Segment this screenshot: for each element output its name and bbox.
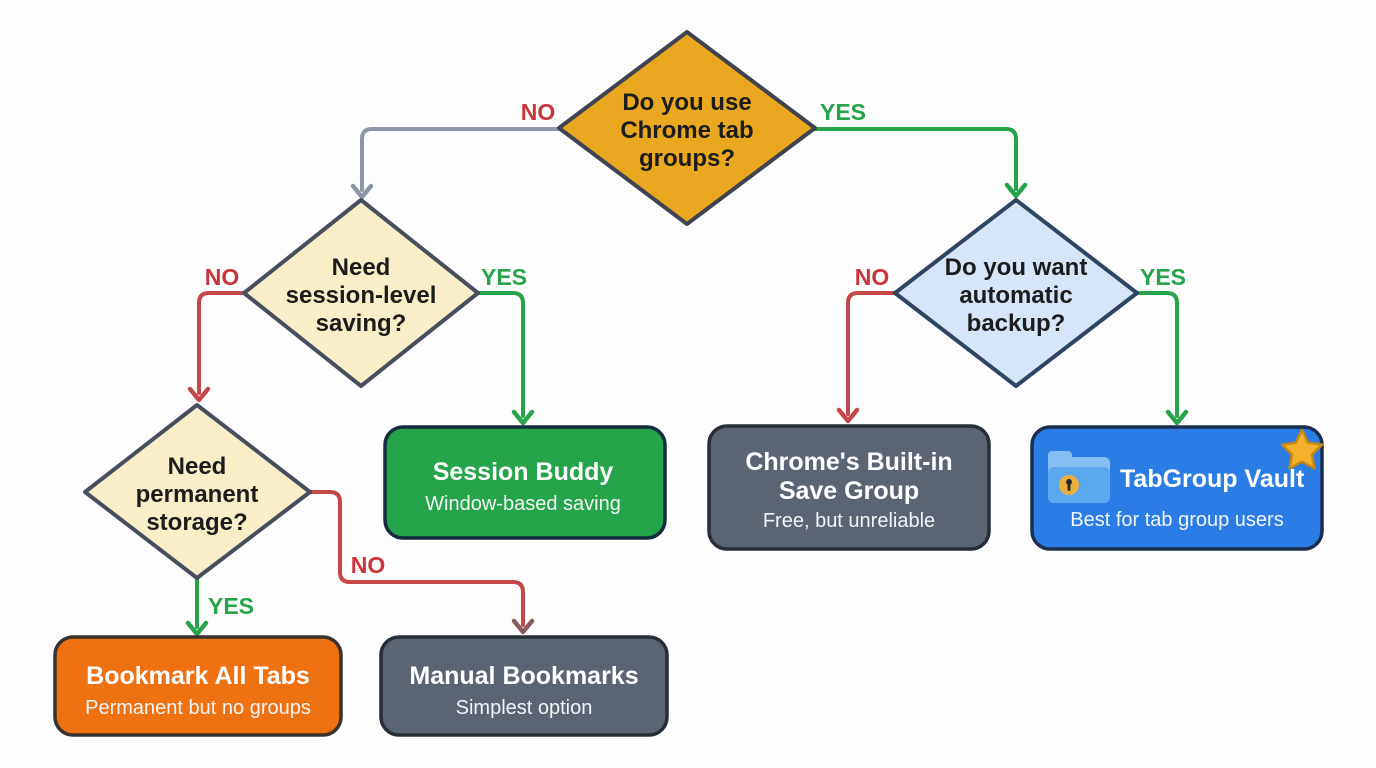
decision-permanent-line1: Need	[168, 453, 227, 480]
decision-backup-line3: backup?	[967, 310, 1066, 337]
label-root-yes: YES	[820, 99, 866, 125]
label-backup-yes: YES	[1140, 264, 1186, 290]
result-session-buddy-title: Session Buddy	[433, 458, 614, 486]
decision-root-shape	[557, 30, 817, 226]
arrowhead-backup-no	[836, 407, 860, 424]
label-session-yes: YES	[481, 264, 527, 290]
decision-root: Do you use Chrome tab groups?	[557, 30, 817, 226]
star-icon	[1280, 428, 1324, 470]
result-bookmark-all: Bookmark All Tabs Permanent but no group…	[53, 635, 343, 737]
label-backup-no: NO	[855, 264, 890, 290]
decision-session-line2: session-level	[286, 282, 437, 309]
arrowhead-root-yes	[1004, 182, 1028, 199]
result-chrome-builtin-shape	[707, 424, 991, 551]
arrowhead-permanent-yes	[185, 620, 209, 637]
decision-backup: Do you want automatic backup?	[893, 198, 1139, 388]
decision-backup-line1: Do you want	[945, 254, 1088, 281]
result-chrome-builtin-subtitle: Free, but unreliable	[763, 510, 935, 532]
result-tabgroup-vault-title: TabGroup Vault	[1120, 465, 1305, 493]
edge-backup-no	[846, 291, 897, 416]
edge-session-no	[197, 291, 246, 395]
folder-lock-icon	[1048, 451, 1110, 503]
decision-session-line1: Need	[332, 254, 391, 281]
result-manual-bookmarks-title: Manual Bookmarks	[409, 662, 638, 690]
arrowhead-root-no	[350, 183, 374, 200]
edge-labels: NO YES NO YES NO YES NO YES	[205, 99, 1186, 619]
arrowhead-backup-yes	[1165, 409, 1189, 426]
result-chrome-builtin-title-line1: Chrome's Built-in	[745, 448, 952, 476]
decision-backup-line2: automatic	[959, 282, 1072, 309]
decision-session-line3: saving?	[316, 310, 407, 337]
result-manual-bookmarks-subtitle: Simplest option	[456, 697, 593, 719]
decision-permanent-line3: storage?	[146, 509, 247, 536]
result-bookmark-all-shape	[53, 635, 343, 737]
decision-session-shape	[242, 198, 480, 388]
edge-permanent-no	[308, 490, 525, 627]
result-session-buddy-shape	[383, 425, 667, 540]
edge-backup-yes	[1135, 291, 1179, 418]
result-manual-bookmarks-shape	[379, 635, 669, 737]
result-manual-bookmarks: Manual Bookmarks Simplest option	[379, 635, 669, 737]
result-session-buddy-subtitle: Window-based saving	[425, 493, 621, 515]
result-bookmark-all-subtitle: Permanent but no groups	[85, 697, 311, 719]
decision-permanent-line2: permanent	[136, 481, 259, 508]
result-session-buddy: Session Buddy Window-based saving	[383, 425, 667, 540]
decision-permanent-shape	[83, 403, 312, 580]
arrowhead-session-yes	[511, 409, 535, 426]
result-bookmark-all-title: Bookmark All Tabs	[86, 662, 310, 690]
arrowhead-session-no	[187, 386, 211, 403]
label-session-no: NO	[205, 264, 240, 290]
result-tabgroup-vault: TabGroup Vault Best for tab group users	[1030, 425, 1324, 551]
result-chrome-builtin-title-line2: Save Group	[779, 477, 919, 505]
keyhole-top	[1066, 479, 1072, 485]
label-permanent-no: NO	[351, 552, 386, 578]
edge-root-yes	[813, 127, 1018, 191]
decision-root-line1: Do you use	[622, 89, 751, 116]
label-root-no: NO	[521, 99, 556, 125]
edge-root-no	[360, 127, 561, 192]
decision-permanent: Need permanent storage?	[83, 403, 312, 580]
decision-root-line3: groups?	[639, 145, 735, 172]
label-permanent-yes: YES	[208, 593, 254, 619]
decision-session: Need session-level saving?	[242, 198, 480, 388]
edges	[185, 127, 1189, 637]
edge-session-yes	[476, 291, 525, 418]
decision-root-line2: Chrome tab	[620, 117, 753, 144]
decision-backup-shape	[893, 198, 1139, 388]
result-tabgroup-vault-subtitle: Best for tab group users	[1070, 509, 1283, 531]
arrowhead-permanent-no	[511, 618, 535, 635]
result-chrome-builtin: Chrome's Built-in Save Group Free, but u…	[707, 424, 991, 551]
keyhole-stem	[1067, 483, 1071, 491]
